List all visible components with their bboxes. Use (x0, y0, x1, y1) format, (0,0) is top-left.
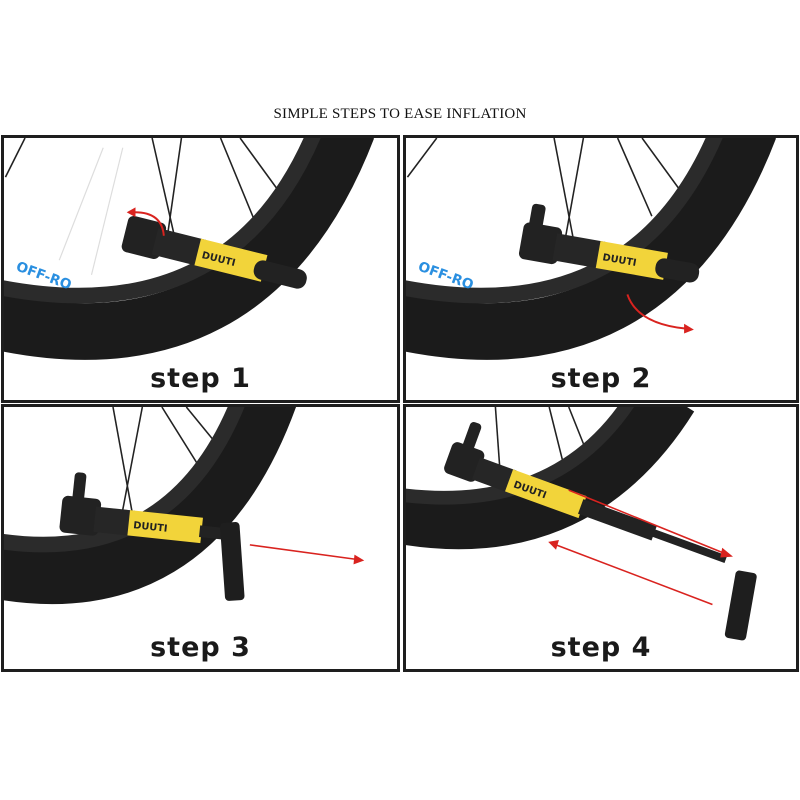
pump: DUUTI (121, 215, 307, 289)
step-3-panel: DUUTI step 3 (1, 404, 400, 672)
step-4-label: step 4 (550, 632, 652, 663)
pump-logo: DUUTI (133, 520, 168, 535)
arrow-right-icon (249, 544, 358, 561)
tire (4, 138, 375, 360)
arrow-curved-icon (626, 294, 687, 330)
pump: DUUTI (59, 472, 230, 544)
step-1-label: step 1 (150, 363, 251, 394)
pump: DUUTI (444, 421, 728, 563)
pump: DUUTI (518, 203, 700, 283)
pump-handle (220, 522, 245, 601)
arrow-push-icon (568, 489, 726, 555)
page-title: SIMPLE STEPS TO EASE INFLATION (273, 106, 527, 122)
step-4-photo: DUUTI (406, 407, 757, 641)
step-1-photo: OFF-RO DUUTI (4, 138, 375, 360)
arrow-curved-icon (132, 211, 165, 236)
step-2-label: step 2 (550, 363, 652, 394)
step-2-panel: OFF-RO DUUTI step 2 (403, 135, 799, 403)
tire (4, 407, 297, 605)
step-3-label: step 3 (150, 632, 251, 663)
arrow-pull-icon (555, 544, 713, 606)
step-1-panel: OFF-RO DUUTI step 1 (1, 135, 400, 403)
tire (406, 138, 777, 360)
step-2-photo: OFF-RO DUUTI (406, 138, 777, 360)
pump-handle (724, 570, 757, 641)
spokes (4, 138, 280, 246)
step-3-photo: DUUTI (4, 407, 365, 605)
step-4-panel: DUUTI step 4 (403, 404, 799, 672)
